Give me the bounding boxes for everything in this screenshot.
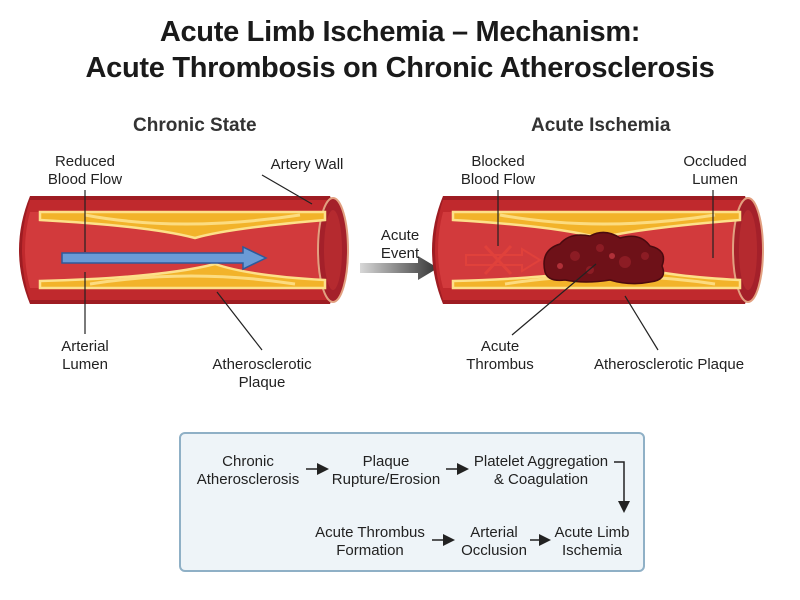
leader-thrombus [511, 263, 597, 336]
right-panel-heading: Acute Ischemia [531, 115, 671, 136]
mechanism-illustration [19, 174, 764, 351]
title-line-1: Acute Limb Ischemia – Mechanism: [159, 16, 641, 48]
leader-plaque-right [624, 295, 659, 351]
reduced-flow-arrow [61, 245, 268, 271]
title-line-2: Acute Thrombosis on Chronic Atherosclero… [85, 52, 715, 84]
occluded-artery [432, 196, 764, 304]
left-panel-heading: Chronic State [133, 115, 257, 136]
label-artery-wall: Artery Wall [270, 156, 344, 173]
acute-thrombus [543, 231, 665, 285]
blocked-flow-arrow [465, 244, 542, 276]
pathway-flowchart [179, 432, 645, 572]
figure-title: Acute Limb Ischemia – Mechanism: Acute T… [0, 14, 800, 86]
leader-plaque-left [216, 291, 263, 351]
chronic-artery [19, 196, 349, 304]
leader-artery-wall [261, 174, 313, 205]
step-platelet-aggregation: Platelet Aggregation& Coagulation [473, 453, 609, 488]
acute-event-arrow [360, 256, 438, 280]
label-atherosclerotic-plaque-right: Atherosclerotic Plaque [593, 356, 745, 373]
